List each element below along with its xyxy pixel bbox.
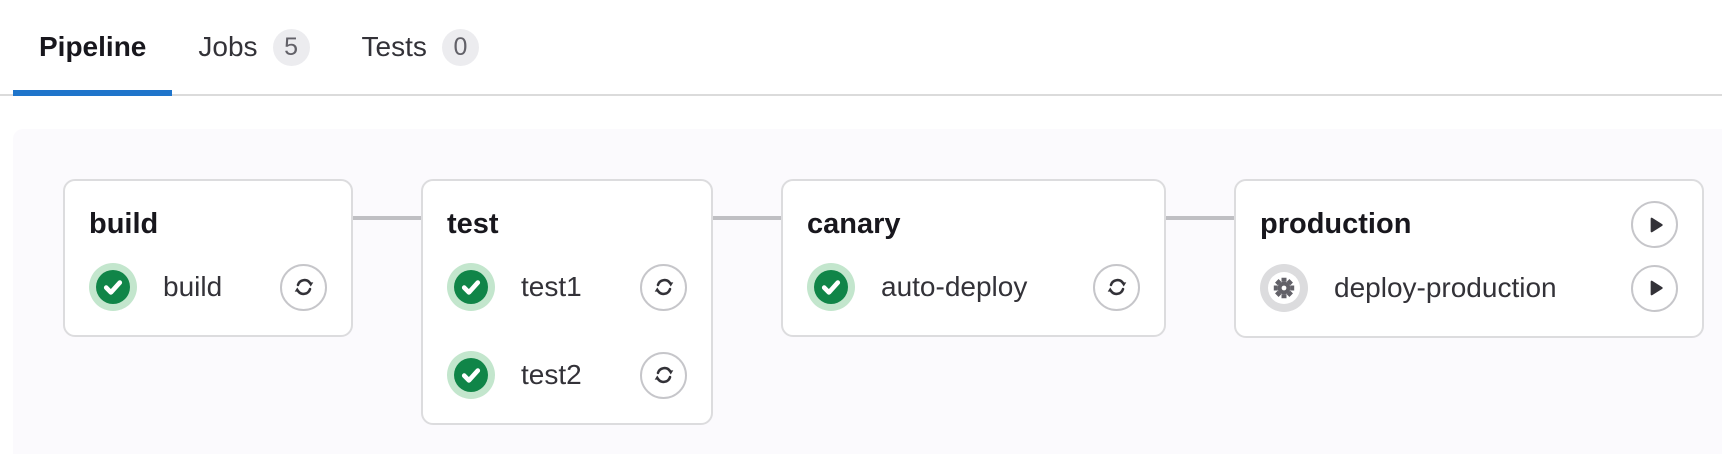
status-manual-gear-icon: [1260, 264, 1308, 312]
retry-icon: [654, 278, 673, 296]
pipeline-stage-canary: canary auto-deploy: [781, 179, 1166, 337]
stage-header: production: [1260, 201, 1678, 248]
tab-jobs-label: Jobs: [198, 31, 258, 62]
stage-connector-line: [713, 216, 781, 220]
pipeline-stage-production: production deploy-production: [1234, 179, 1704, 338]
retry-icon: [294, 278, 313, 296]
job-item-build[interactable]: build: [89, 263, 327, 311]
tests-count-badge: 0: [441, 28, 479, 66]
jobs-count-badge: 5: [272, 28, 310, 66]
stage-name: canary: [807, 207, 901, 240]
stage-name: production: [1260, 208, 1412, 240]
job-name: auto-deploy: [881, 271, 1028, 302]
stage-connector-line: [1166, 216, 1234, 220]
stage-jobs: build: [89, 263, 327, 311]
status-success-check-icon: [447, 263, 495, 311]
stage-jobs: auto-deploy: [807, 263, 1140, 311]
job-name: build: [163, 271, 223, 302]
job-name: deploy-production: [1334, 272, 1557, 303]
stage-name: test: [447, 207, 499, 240]
status-success-check-icon: [89, 263, 137, 311]
job-item-deploy-production[interactable]: deploy-production: [1260, 264, 1678, 312]
play-job-button[interactable]: [1631, 264, 1678, 312]
pipeline-tab-bar: Pipeline Jobs 5 Tests 0: [0, 0, 1722, 96]
job-item-auto-deploy[interactable]: auto-deploy: [807, 263, 1140, 311]
tab-jobs[interactable]: Jobs 5: [172, 0, 335, 94]
tab-tests[interactable]: Tests 0: [336, 0, 505, 94]
tab-tests-label: Tests: [361, 31, 427, 62]
stage-jobs: test1 test2: [447, 263, 687, 399]
play-icon: [1650, 217, 1663, 232]
retry-job-button[interactable]: [640, 263, 687, 311]
job-name: test1: [521, 271, 582, 302]
stage-connector-line: [353, 216, 421, 220]
retry-icon: [654, 366, 673, 384]
pipeline-stage-build: build build: [63, 179, 353, 337]
retry-job-button[interactable]: [640, 351, 687, 399]
status-success-check-icon: [447, 351, 495, 399]
stage-header: build: [89, 201, 327, 247]
play-icon: [1650, 280, 1663, 296]
status-success-check-icon: [807, 263, 855, 311]
stage-jobs: deploy-production: [1260, 264, 1678, 312]
pipeline-stage-test: test test1 test2: [421, 179, 713, 425]
stage-header: canary: [807, 201, 1140, 247]
job-name: test2: [521, 359, 582, 390]
retry-icon: [1107, 278, 1126, 296]
stage-header: test: [447, 201, 687, 247]
job-item-test1[interactable]: test1: [447, 263, 687, 311]
retry-job-button[interactable]: [280, 263, 327, 311]
tab-pipeline[interactable]: Pipeline: [13, 0, 173, 96]
stage-name: build: [89, 207, 159, 240]
tab-pipeline-label: Pipeline: [39, 31, 147, 62]
run-all-manual-jobs-button[interactable]: [1631, 201, 1678, 248]
job-item-test2[interactable]: test2: [447, 351, 687, 399]
pipeline-graph: build build test test1 test2: [13, 129, 1722, 425]
pipeline-graph-panel: build build test test1 test2: [13, 129, 1722, 454]
retry-job-button[interactable]: [1093, 263, 1140, 311]
